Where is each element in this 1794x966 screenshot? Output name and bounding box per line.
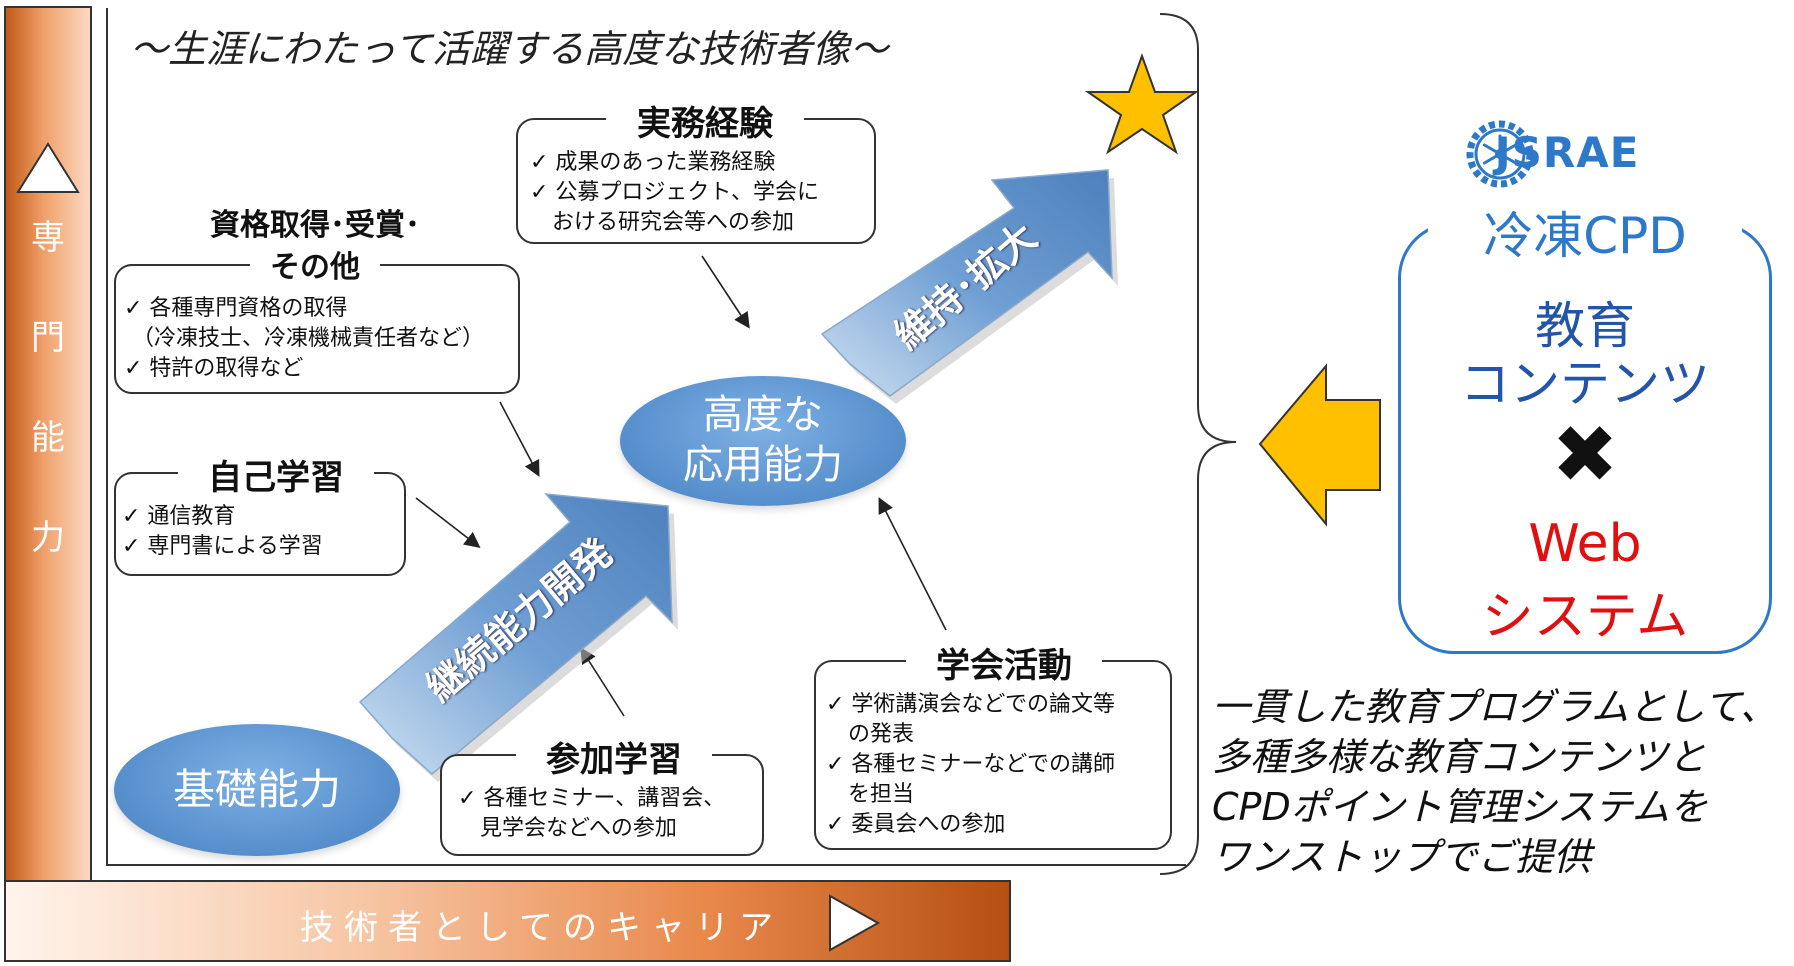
box-self-study-heading: 自己学習 [178, 450, 374, 499]
connector-gakkai [878, 497, 947, 631]
advanced-ability-line-2: 応用能力 [683, 442, 843, 488]
advanced-ability-line-1: 高度な [703, 392, 823, 438]
cpd-title: 冷凍CPD [1483, 207, 1687, 265]
description-line-4: ワンストップでご提供 [1212, 835, 1592, 879]
society-item-5: ✓ 委員会への参加 [826, 812, 1006, 837]
jsrae-panel-title-bg [1428, 198, 1742, 252]
basic-ability-ellipse: 基礎能力 [114, 724, 400, 856]
right-brace [1159, 13, 1237, 875]
box-qualifications-heading-2: その他 [250, 242, 380, 286]
jsrae-logo-text: JSRAE [1495, 128, 1640, 177]
development-arrow [358, 493, 678, 782]
vertical-axis-char-3: 能 [31, 418, 65, 458]
vertical-axis-char-4: 力 [31, 518, 65, 558]
work-item-1: ✓ 成果のあった業務経験 [530, 150, 776, 175]
society-item-3: ✓ 各種セミナーなどでの講師 [826, 752, 1115, 777]
left-arrow-icon [1258, 363, 1381, 527]
description-line-1: 一貫した教育プログラムとして、 [1212, 685, 1778, 729]
connector-jitsumu [701, 255, 750, 329]
work-item-3: おける研究会等への参加 [530, 210, 795, 235]
box-participation-heading: 参加学習 [516, 732, 712, 781]
self-item-1: ✓ 通信教育 [122, 504, 236, 529]
snowflake-gear-icon [1466, 120, 1534, 188]
part-item-1: ✓ 各種セミナー、講習会、 [458, 786, 726, 811]
edu-line-1: 教育 [1535, 297, 1635, 355]
box-qualifications-heading-1: 資格取得･受賞･ [180, 200, 450, 244]
qual-item-1: ✓ 各種専門資格の取得 [124, 296, 348, 321]
diagram-frame [106, 8, 1186, 866]
self-item-2: ✓ 専門書による学習 [122, 534, 323, 559]
maintain-arrow [820, 169, 1118, 404]
box-work-experience-heading: 実務経験 [606, 96, 804, 145]
edu-line-2: コンテンツ [1460, 355, 1710, 413]
connector-sanka [580, 647, 625, 717]
advanced-ability-ellipse: 高度な 応用能力 [620, 376, 906, 506]
connector-jiko [415, 497, 481, 548]
right-triangle-icon [829, 894, 881, 952]
cross-icon: ✖ [1551, 408, 1619, 501]
vertical-axis-char-2: 門 [31, 318, 65, 358]
qual-item-2: （冷凍技士、冷凍機械責任者など） [132, 326, 485, 351]
box-society-activity [814, 660, 1172, 850]
society-item-4: を担当 [826, 782, 915, 807]
description-line-3: CPDポイント管理システムを [1212, 785, 1708, 829]
work-item-2: ✓ 公募プロジェクト、学会に [530, 180, 819, 205]
star-icon [1084, 53, 1200, 155]
society-item-1: ✓ 学術講演会などでの論文等 [826, 692, 1115, 717]
box-society-activity-heading: 学会活動 [906, 638, 1102, 687]
diagram-title: 〜生涯にわたって活躍する高度な技術者像〜 [130, 27, 889, 71]
description-line-2: 多種多様な教育コンテンツと [1212, 735, 1707, 779]
vertical-axis-char-1: 専 [31, 218, 65, 258]
web-line-1: Web [1528, 514, 1642, 574]
up-triangle-icon [16, 142, 80, 193]
horizontal-axis-label: 技術者としてのキャリア [300, 908, 783, 948]
web-line-2: システム [1481, 587, 1689, 647]
qual-item-3: ✓ 特許の取得など [124, 356, 304, 381]
society-item-2: の発表 [826, 722, 915, 747]
connector-shikaku [499, 401, 540, 477]
part-item-2: 見学会などへの参加 [458, 816, 677, 841]
